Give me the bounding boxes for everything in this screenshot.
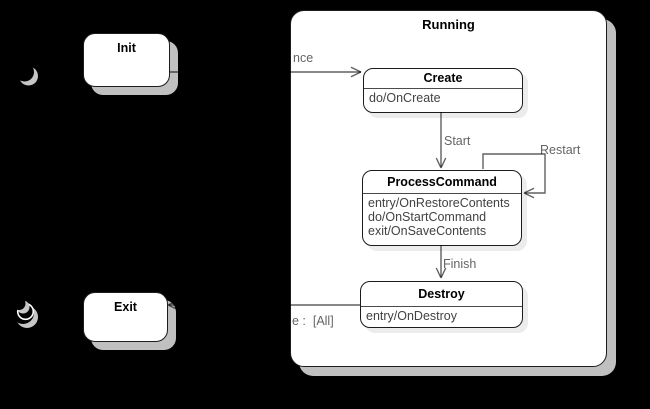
initial-state-icon[interactable] [14,60,44,90]
state-destroy-title: Destroy [418,287,465,301]
transition-label-destroy-to-exit-fragment: e : [All] [292,314,334,328]
state-init-title: Init [117,41,136,55]
state-exit-title: Exit [114,300,137,314]
arrowhead-into-exit [167,299,179,311]
activity-line: do/OnStartCommand [368,210,487,225]
transition-label-restart: Restart [540,143,581,157]
final-state-icon[interactable] [8,296,46,334]
final-state-inner-circle [12,297,26,310]
transition-label-init-to-create-fragment: nce [293,51,314,65]
state-create[interactable]: Create do/OnCreate [363,68,523,113]
state-running-title: Running [422,17,475,32]
transition-label-finish: Finish [443,257,477,271]
activity-line: do/OnCreate [369,91,441,105]
activity-line: entry/OnDestroy [366,309,458,323]
initial-state-circle [15,62,34,82]
state-create-title: Create [423,71,463,85]
transition-label-start: Start [444,134,471,148]
state-running[interactable]: Running Create do/OnCreate ProcessComman… [290,10,607,367]
state-exit[interactable]: Exit [83,292,168,342]
state-process-command[interactable]: ProcessCommand entry/OnRestoreContents d… [362,170,522,246]
state-create-activities: do/OnCreate [364,88,522,106]
state-destroy-activities: entry/OnDestroy [361,306,522,324]
activity-line: exit/OnSaveContents [368,224,487,239]
activity-line: entry/OnRestoreContents [368,196,510,210]
state-init[interactable]: Init [83,33,170,87]
state-process-command-title: ProcessCommand [387,175,497,189]
state-destroy[interactable]: Destroy entry/OnDestroy [360,281,523,328]
state-process-command-activities: entry/OnRestoreContents do/OnStartComman… [363,193,521,240]
